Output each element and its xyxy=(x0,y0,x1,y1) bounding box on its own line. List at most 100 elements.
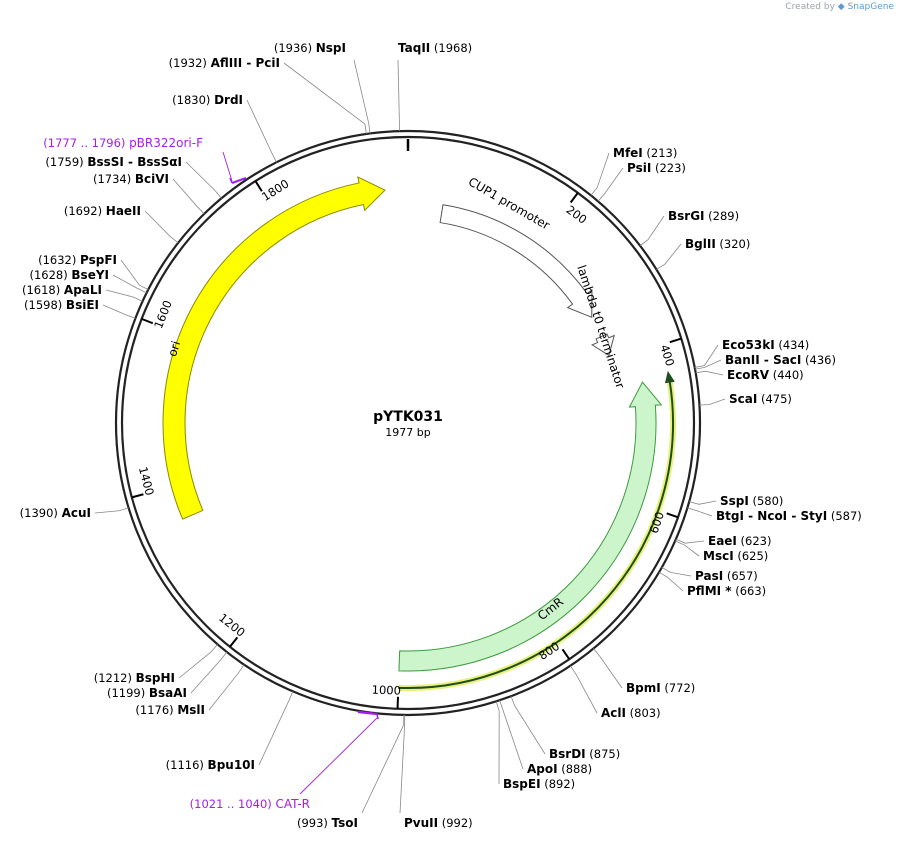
site-bseyi[interactable]: (1628) BseYI xyxy=(30,268,147,294)
site-label: (1199) BsaAI xyxy=(107,686,187,700)
site-label: (1176) MslI xyxy=(135,703,205,717)
site-connector xyxy=(499,700,524,770)
site-psii[interactable]: PsiI (223) xyxy=(597,161,686,202)
site-sspi[interactable]: SspI (580) xyxy=(689,494,783,508)
site-msci[interactable]: MscI (625) xyxy=(674,540,768,563)
site-bsiei[interactable]: (1598) BsiEI xyxy=(24,298,136,319)
site-label: (1116) Bpu10I xyxy=(166,758,255,772)
site-bsphi[interactable]: (1212) BspHI xyxy=(94,644,218,685)
site-label: SspI (580) xyxy=(720,494,783,508)
site-label: PflMI * (663) xyxy=(687,584,766,598)
site-label: (1618) ApaLI xyxy=(22,283,102,297)
primer-cat-r[interactable]: (1021 .. 1040) CAT-R xyxy=(190,710,379,811)
site-bsrgi[interactable]: BsrGI (289) xyxy=(639,209,739,247)
site-label: (1628) BseYI xyxy=(30,268,110,282)
scale-tick-1600 xyxy=(141,317,154,325)
site-bpu10i[interactable]: (1116) Bpu10I xyxy=(166,691,294,772)
site-eco53ki[interactable]: Eco53kI (434) xyxy=(694,338,810,368)
site-connector xyxy=(593,648,623,689)
scale-tick-label-1200: 1200 xyxy=(216,610,248,639)
site-apoi[interactable]: ApoI (888) xyxy=(499,700,592,776)
site-bsaai[interactable]: (1199) BsaAI xyxy=(107,651,228,700)
site-label: BsrGI (289) xyxy=(668,209,739,223)
site-label: BanII - SacI (436) xyxy=(725,353,836,367)
feature-cmr[interactable] xyxy=(398,381,663,672)
site-tsoi[interactable]: (993) TsoI xyxy=(297,714,405,830)
site-pflmi[interactable]: PflMI * (663) xyxy=(658,571,766,598)
site-label: EcoRV (440) xyxy=(727,368,804,382)
feature-label-lambda-t0-terminator: lambda t0 terminator xyxy=(574,263,627,390)
site-label: BpmI (772) xyxy=(626,681,695,695)
site-label: ApoI (888) xyxy=(527,762,592,776)
site-label: (1598) BsiEI xyxy=(24,298,99,312)
site-mfei[interactable]: MfeI (213) xyxy=(590,146,677,196)
site-bsrdi[interactable]: BsrDI (875) xyxy=(510,696,620,761)
primer-arrow xyxy=(229,177,233,184)
site-bsssi-bsss-i[interactable]: (1759) BssSI - BssSαI xyxy=(45,155,222,199)
site-haeii[interactable]: (1692) HaeII xyxy=(64,204,179,244)
feature-cup1-promoter[interactable] xyxy=(439,204,593,319)
site-connector xyxy=(120,259,149,290)
site-label: EaeI (623) xyxy=(708,534,772,548)
site-pspfi[interactable]: (1632) PspFI xyxy=(38,253,149,290)
scale-tick-1800 xyxy=(254,180,263,192)
site-bcivi[interactable]: (1734) BciVI xyxy=(93,172,205,215)
primer-connector xyxy=(299,717,378,795)
scale-tick-1200 xyxy=(229,636,239,648)
site-label: PvuII (992) xyxy=(404,816,473,830)
site-btgi-ncoi-styi[interactable]: BtgI - NcoI - StyI (587) xyxy=(687,507,862,523)
scale-tick-label-1000: 1000 xyxy=(371,683,401,698)
site-connector xyxy=(105,289,143,302)
scale-tick-label-600: 600 xyxy=(647,510,667,535)
site-afliii-pcii[interactable]: (1932) AflIII - PciI xyxy=(169,56,367,135)
site-label: (1830) DrdI xyxy=(172,93,243,107)
site-acli[interactable]: AclI (803) xyxy=(570,665,661,720)
site-apali[interactable]: (1618) ApaLI xyxy=(22,283,143,302)
site-label: MscI (625) xyxy=(703,549,768,563)
scale-tick-1400 xyxy=(131,493,144,499)
primer-bar xyxy=(357,710,378,716)
site-bglii[interactable]: BglII (320) xyxy=(656,237,750,270)
site-bpmi[interactable]: BpmI (772) xyxy=(593,648,695,695)
site-banii-saci[interactable]: BanII - SacI (436) xyxy=(694,353,836,370)
site-label: (1692) HaeII xyxy=(64,204,141,218)
scale-tick-400 xyxy=(669,337,682,344)
plasmid-name: pYTK031 xyxy=(373,409,443,425)
site-label: (1734) BciVI xyxy=(93,172,169,186)
restriction-sites-layer: MfeI (213)PsiI (223) BsrGI (289) BglII (32… xyxy=(20,41,862,830)
site-taqii[interactable]: TaqII (1968) xyxy=(397,41,472,132)
backbone-outer-ring xyxy=(114,129,702,717)
site-connector xyxy=(361,714,405,814)
site-connector xyxy=(185,161,222,199)
feature-lambda-t0-terminator[interactable] xyxy=(591,333,615,357)
site-scai[interactable]: ScaI (475) xyxy=(699,392,792,406)
orf-line[interactable] xyxy=(398,377,674,689)
site-connector xyxy=(397,59,401,132)
site-connector xyxy=(674,540,700,557)
site-connector xyxy=(689,500,717,505)
site-label: BspEI (892) xyxy=(503,777,575,791)
site-eaei[interactable]: EaeI (623) xyxy=(675,534,772,548)
site-pasi[interactable]: PasI (657) xyxy=(661,567,758,583)
feature-label-ori: ori xyxy=(165,339,183,358)
scale-tick-label-200: 200 xyxy=(564,202,590,226)
site-label: MfeI (213) xyxy=(613,146,677,160)
site-acui[interactable]: (1390) AcuI xyxy=(20,506,129,520)
site-bspei[interactable]: BspEI (892) xyxy=(495,701,575,791)
site-connector xyxy=(102,304,136,319)
site-label: Eco53kI (434) xyxy=(722,338,809,352)
feature-ori[interactable] xyxy=(162,176,386,520)
site-pvuii[interactable]: PvuII (992) xyxy=(399,714,473,830)
primer-pbr322ori-f[interactable]: (1777 .. 1796) pBR322ori-F xyxy=(43,136,247,185)
site-connector xyxy=(353,59,371,134)
site-drdi[interactable]: (1830) DrdI xyxy=(172,93,277,163)
site-connector xyxy=(94,507,129,514)
site-connector xyxy=(399,714,406,814)
site-msli[interactable]: (1176) MslI xyxy=(135,664,245,717)
site-connector xyxy=(699,398,726,406)
plasmid-length: 1977 bp xyxy=(385,426,430,439)
site-ecorv[interactable]: EcoRV (440) xyxy=(695,368,804,382)
site-nspi[interactable]: (1936) NspI xyxy=(274,41,371,134)
site-connector xyxy=(639,215,665,247)
